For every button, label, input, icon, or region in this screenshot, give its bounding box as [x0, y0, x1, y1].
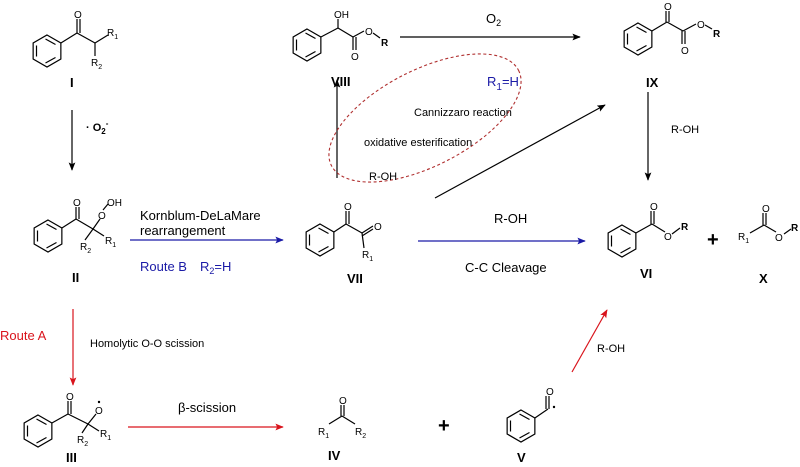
compound-V: O V — [506, 387, 556, 465]
acyl-radical-dot — [552, 405, 556, 409]
o2-label: O2 — [486, 11, 501, 28]
arrow-V-to-VI — [571, 309, 608, 373]
atom-oxygen: O — [74, 10, 82, 21]
compound-VI: O O R VI — [607, 202, 689, 281]
homolytic-label: Homolytic O-O scission — [90, 338, 204, 350]
compound-label-VII: VII — [347, 271, 363, 286]
route-a-label: Route A — [0, 328, 47, 343]
kornblum-label: Kornblum-DeLaMare — [140, 208, 261, 223]
atom-oxygen-2: O — [374, 222, 382, 233]
compound-label-I: I — [70, 75, 74, 90]
atom-peroxide-oxygen: O — [98, 211, 106, 222]
compound-label-X: X — [759, 271, 768, 286]
atom-r: R — [681, 222, 689, 233]
atom-r1: R1 — [107, 28, 118, 41]
atom-oxygen: O — [73, 198, 81, 209]
compound-label-V: V — [517, 450, 526, 465]
compound-III: O O R1 R2 III — [23, 392, 111, 465]
atom-r2: R2 — [355, 427, 366, 440]
atom-r: R — [713, 29, 721, 40]
atom-oxygen-2: O — [681, 46, 689, 57]
oxidative-esterification-label: oxidative esterification — [364, 137, 472, 149]
r1-h-pathway-ellipse — [328, 53, 522, 183]
atom-alkoxy-radical-oxygen: O — [95, 406, 103, 417]
r1-equals-h-label: R1=H — [487, 74, 519, 93]
atom-r2: R2 — [80, 242, 91, 255]
atom-ester-oxygen: O — [365, 27, 373, 38]
roh-ix-vi-label: R-OH — [671, 124, 699, 136]
beta-scission-label: β-scission — [178, 400, 236, 415]
atom-r1: R1 — [100, 429, 111, 442]
plus-sign: + — [438, 415, 450, 437]
arrow-VII-to-IX — [434, 104, 606, 199]
compound-II: O O OH R1 R2 II — [33, 198, 122, 285]
atom-oxygen: O — [546, 387, 554, 398]
atom-r: R — [381, 38, 389, 49]
atom-oxygen: O — [344, 202, 352, 213]
atom-oxygen: O — [650, 202, 658, 213]
rearrangement-label: rearrangement — [140, 223, 226, 238]
atom-r1: R1 — [105, 236, 116, 249]
route-b-label: Route B — [140, 259, 187, 274]
atom-oxygen: O — [664, 2, 672, 13]
atom-r2: R2 — [77, 435, 88, 448]
route-b-condition: R2=H — [200, 259, 231, 276]
compound-VII: O O R1 VII — [305, 202, 382, 286]
compound-I: O R1 R2 I — [32, 10, 118, 90]
radical-dot — [97, 400, 101, 404]
atom-r1: R1 — [362, 250, 373, 263]
compound-label-II: II — [72, 270, 79, 285]
compound-IV: O R1 R2 IV — [318, 396, 366, 463]
atom-ester-oxygen: O — [775, 233, 783, 244]
compound-label-VI: VI — [640, 266, 652, 281]
roh-vii-vi-label: R-OH — [494, 211, 527, 226]
roh-v-vi-label: R-OH — [597, 343, 625, 355]
atom-ester-oxygen: O — [664, 232, 672, 243]
compound-VIII: OH O O R VIII — [292, 10, 389, 89]
atom-r1: R1 — [738, 232, 749, 245]
cannizzaro-label: Cannizzaro reaction — [414, 107, 512, 119]
cc-cleavage-label: C-C Cleavage — [465, 260, 547, 275]
roh-ellipse-label: R-OH — [369, 171, 397, 183]
atom-hydroxyl: OH — [334, 10, 349, 21]
atom-r: R — [791, 223, 799, 234]
atom-oxygen: O — [762, 204, 770, 215]
compound-label-IV: IV — [328, 448, 341, 463]
atom-oxygen: O — [66, 392, 74, 403]
atom-oxygen: O — [351, 52, 359, 63]
atom-r1: R1 — [318, 427, 329, 440]
atom-r2: R2 — [91, 58, 102, 71]
atom-oxygen: O — [339, 396, 347, 407]
compound-X: O O R R1 X — [738, 204, 799, 286]
compound-label-VIII: VIII — [331, 74, 351, 89]
compound-label-III: III — [66, 450, 77, 465]
compound-label-IX: IX — [646, 75, 659, 90]
atom-hydroxyl: OH — [107, 198, 122, 209]
plus-sign: + — [707, 229, 719, 251]
superoxide-label: · O2- — [86, 119, 109, 136]
atom-ester-oxygen: O — [697, 20, 705, 31]
compound-IX: O O O R IX — [623, 2, 721, 90]
